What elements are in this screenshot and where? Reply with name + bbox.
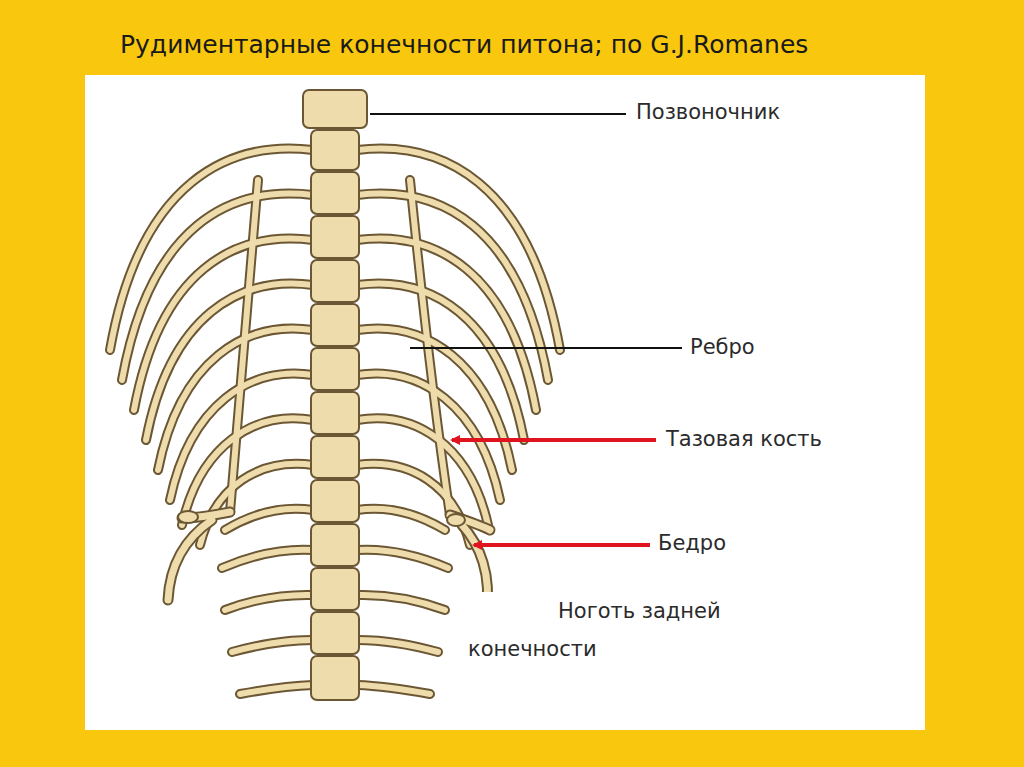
- bone-joints: [178, 511, 465, 526]
- part-label: Позвоночник: [634, 100, 782, 124]
- part-label: Тазовая кость: [664, 427, 824, 451]
- limb-fill: [168, 512, 490, 614]
- limb-outlines: [168, 512, 490, 614]
- diagram-title: Рудиментарные конечности питона; по G.J.…: [120, 30, 808, 59]
- leader-lines: [370, 114, 682, 348]
- red-arrows: [452, 440, 656, 607]
- vertebrae: [303, 90, 367, 700]
- part-label: Бедро: [656, 531, 728, 555]
- part-label: Ноготь задней конечности: [466, 592, 732, 668]
- part-label: Ребро: [688, 335, 757, 359]
- white-panel: [85, 75, 925, 730]
